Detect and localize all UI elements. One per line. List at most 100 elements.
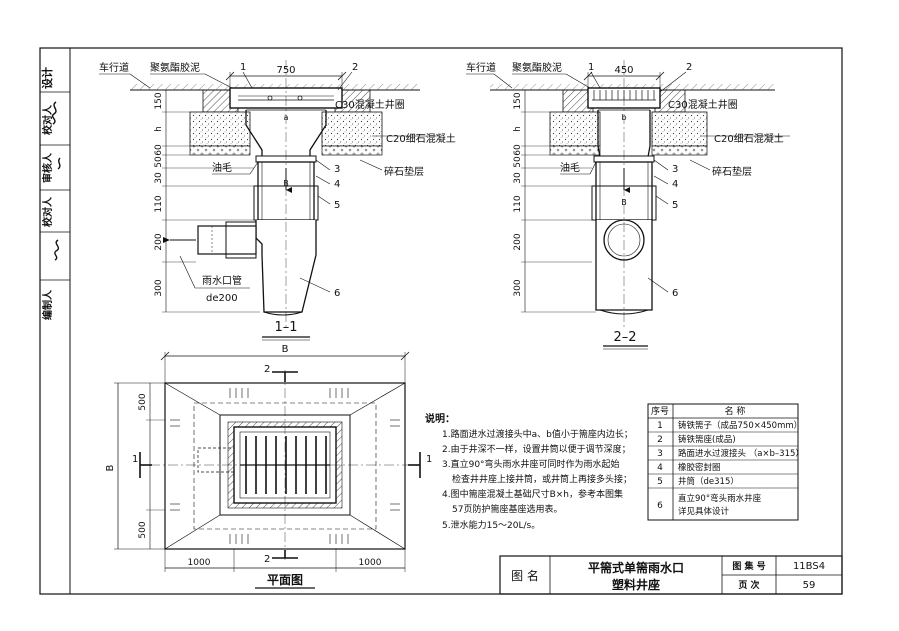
section-2-title: 2–2: [613, 330, 636, 345]
section-2-pipe-letter: B: [621, 198, 627, 207]
section-1-1: 750 a B 150 h 60 50 30 110 200 300 车行道 聚…: [99, 60, 456, 341]
plan-dim-500-bottom: 500: [138, 521, 148, 538]
section-2-callout-5: 5: [672, 200, 678, 211]
gravel-layer-right: [321, 145, 383, 156]
notes-line-5: 57页防护篅座基座选用表。: [452, 503, 562, 515]
parts-row-4-no: 4: [657, 463, 663, 473]
plan-dim-b-top: B: [282, 344, 289, 355]
sidebar-cell-0: 设计: [40, 67, 54, 89]
parts-row-5-no: 5: [657, 477, 663, 487]
parts-row-2-no: 2: [657, 435, 663, 445]
section-2-width: 450: [614, 65, 633, 76]
plan-cut-1-left: 1: [132, 454, 138, 465]
plan-view: B B 500 500 1000 1000 1 1 2 2 平面图: [105, 344, 432, 589]
c20-concrete-left-2: [549, 111, 601, 147]
section-1-callout-5: 5: [334, 200, 340, 211]
outlet-pipe: [197, 225, 257, 255]
plan-dim-500-top: 500: [138, 393, 148, 410]
section-2-callout-3: 3: [672, 164, 678, 175]
title-block-page-label: 页 次: [738, 579, 759, 591]
section-1-title: 1–1: [274, 320, 297, 335]
parts-row-2-name: 铸铁篅座(成品): [678, 434, 736, 445]
section-2-gravel-label: 碎石垫层: [712, 165, 752, 178]
gravel-layer-left: [189, 145, 251, 156]
section-2-callout-4: 4: [672, 179, 678, 190]
parts-row-6-name: 直立90°弯头雨水井座: [678, 493, 762, 504]
plan-dim-b-side: B: [105, 464, 116, 471]
section-1-gravel-label: 碎石垫层: [384, 165, 424, 178]
parts-row-1-no: 1: [657, 421, 663, 431]
notes-line-3: 检查井井座上接井筒，或井筒上再接多头接；: [452, 473, 632, 485]
section-1-pipe-letter: B: [283, 179, 289, 188]
section-2-dim-0: 150: [513, 92, 523, 109]
section-2-dim-1: h: [513, 126, 523, 132]
section-1-dim-4: 30: [154, 172, 164, 184]
notes-line-6: 5.泄水能力15～20L/s。: [442, 519, 540, 531]
section-1-dim-3: 50: [154, 156, 164, 168]
section-1-dim-0: 150: [154, 92, 164, 109]
section-2-sealant-label: 聚氨酯胶泥: [512, 61, 562, 74]
section-2-dim-6: 200: [513, 233, 523, 250]
notes-line-4: 4.图中篅座混凝土基础尺寸B×h，参考本图集: [442, 488, 623, 500]
sidebar-cell-2: 审核人: [41, 152, 54, 183]
transition-joint: [245, 110, 327, 157]
parts-table: 序号 名 称 1 铸铁篅子（成品750×450mm） 2 铸铁篅座(成品) 3 …: [647, 403, 804, 521]
parts-header-no: 序号: [651, 405, 669, 417]
sidebar-strip: 设计 校对人 审核人 校对人 编制人: [40, 67, 70, 320]
sidebar-cell-4: 编制人: [41, 289, 54, 320]
transition-joint-2: [597, 110, 651, 158]
section-2-grease-label: 油毛: [560, 161, 580, 174]
section-2-dim-4: 30: [513, 172, 523, 184]
section-1-callout-6: 6: [334, 288, 340, 299]
notes-line-2: 3.直立90°弯头雨水井座可同时作为雨水起始: [442, 458, 620, 470]
section-2-2: 450 b B 150 h 60 50 30 110 200 300 车行道 聚…: [466, 60, 790, 350]
section-1-road-label: 车行道: [99, 61, 129, 74]
section-1-dim-5: 110: [154, 195, 164, 212]
parts-row-4-name: 橡胶密封圈: [678, 462, 721, 473]
section-2-dim-5: 110: [513, 195, 523, 212]
parts-header-name: 名 称: [725, 405, 746, 417]
title-block-atlas-label: 图 集 号: [732, 560, 765, 572]
section-2-callout-6: 6: [672, 288, 678, 299]
section-2-road-label: 车行道: [466, 61, 496, 74]
section-1-letter: a: [284, 113, 289, 122]
parts-row-3-name: 路面进水过渡接头 （a×b–315）: [678, 448, 804, 459]
section-1-outlet-size: de200: [206, 293, 238, 304]
plan-cut-2-top: 2: [264, 364, 270, 375]
title-block-label: 图 名: [511, 568, 539, 583]
section-1-callout-2: 2: [352, 62, 358, 73]
section-2-concrete-label: C20细石混凝土: [714, 132, 784, 145]
gravel-layer-right-2: [651, 145, 708, 156]
c20-concrete-right-2: [651, 111, 708, 147]
title-block-page-no: 59: [803, 580, 816, 591]
section-1-sealant-label: 聚氨酯胶泥: [150, 61, 200, 74]
title-block-title-line2: 塑料井座: [612, 577, 660, 592]
outer-frame: [39, 47, 843, 595]
section-1-outlet-label: 雨水口管: [202, 274, 242, 287]
section-2-dim-2: 60: [513, 144, 523, 156]
plan-title: 平面图: [267, 573, 303, 587]
plan-dim-1000-left: 1000: [188, 558, 211, 568]
parts-row-1-name: 铸铁篅子（成品750×450mm）: [678, 420, 802, 431]
sidebar-cell-3: 校对人: [41, 196, 54, 227]
title-block-title-line1: 平篅式单篅雨水口: [588, 560, 684, 575]
section-1-dim-2: 60: [154, 144, 164, 156]
plan-dim-1000-right: 1000: [359, 558, 382, 568]
section-2-dim-7: 300: [513, 279, 523, 296]
notes-line-1: 2.由于井深不一样，设置井筒以便于调节深度；: [442, 443, 631, 455]
sidebar-cell-1: 校对人: [41, 104, 54, 135]
notes-block: 说明： 1.路面进水过渡接头中a、b值小于篅座内边长； 2.由于井深不一样，设置…: [425, 412, 633, 531]
section-1-dim-1: h: [154, 126, 164, 132]
section-1-callout-3: 3: [334, 164, 340, 175]
parts-row-5-name: 井筒（de315）: [678, 476, 739, 487]
signature-mark: [51, 101, 61, 261]
c20-concrete-right: [321, 111, 383, 147]
section-1-dim-7: 300: [154, 279, 164, 296]
section-1-ring-label: C30混凝土井圈: [335, 98, 405, 111]
section-1-concrete-label: C20细石混凝土: [386, 132, 456, 145]
parts-row-3-no: 3: [657, 449, 663, 459]
notes-title: 说明：: [425, 412, 455, 425]
section-1-dim-6: 200: [154, 233, 164, 250]
section-2-callout-1: 1: [588, 62, 594, 73]
c20-concrete-left: [189, 111, 251, 147]
